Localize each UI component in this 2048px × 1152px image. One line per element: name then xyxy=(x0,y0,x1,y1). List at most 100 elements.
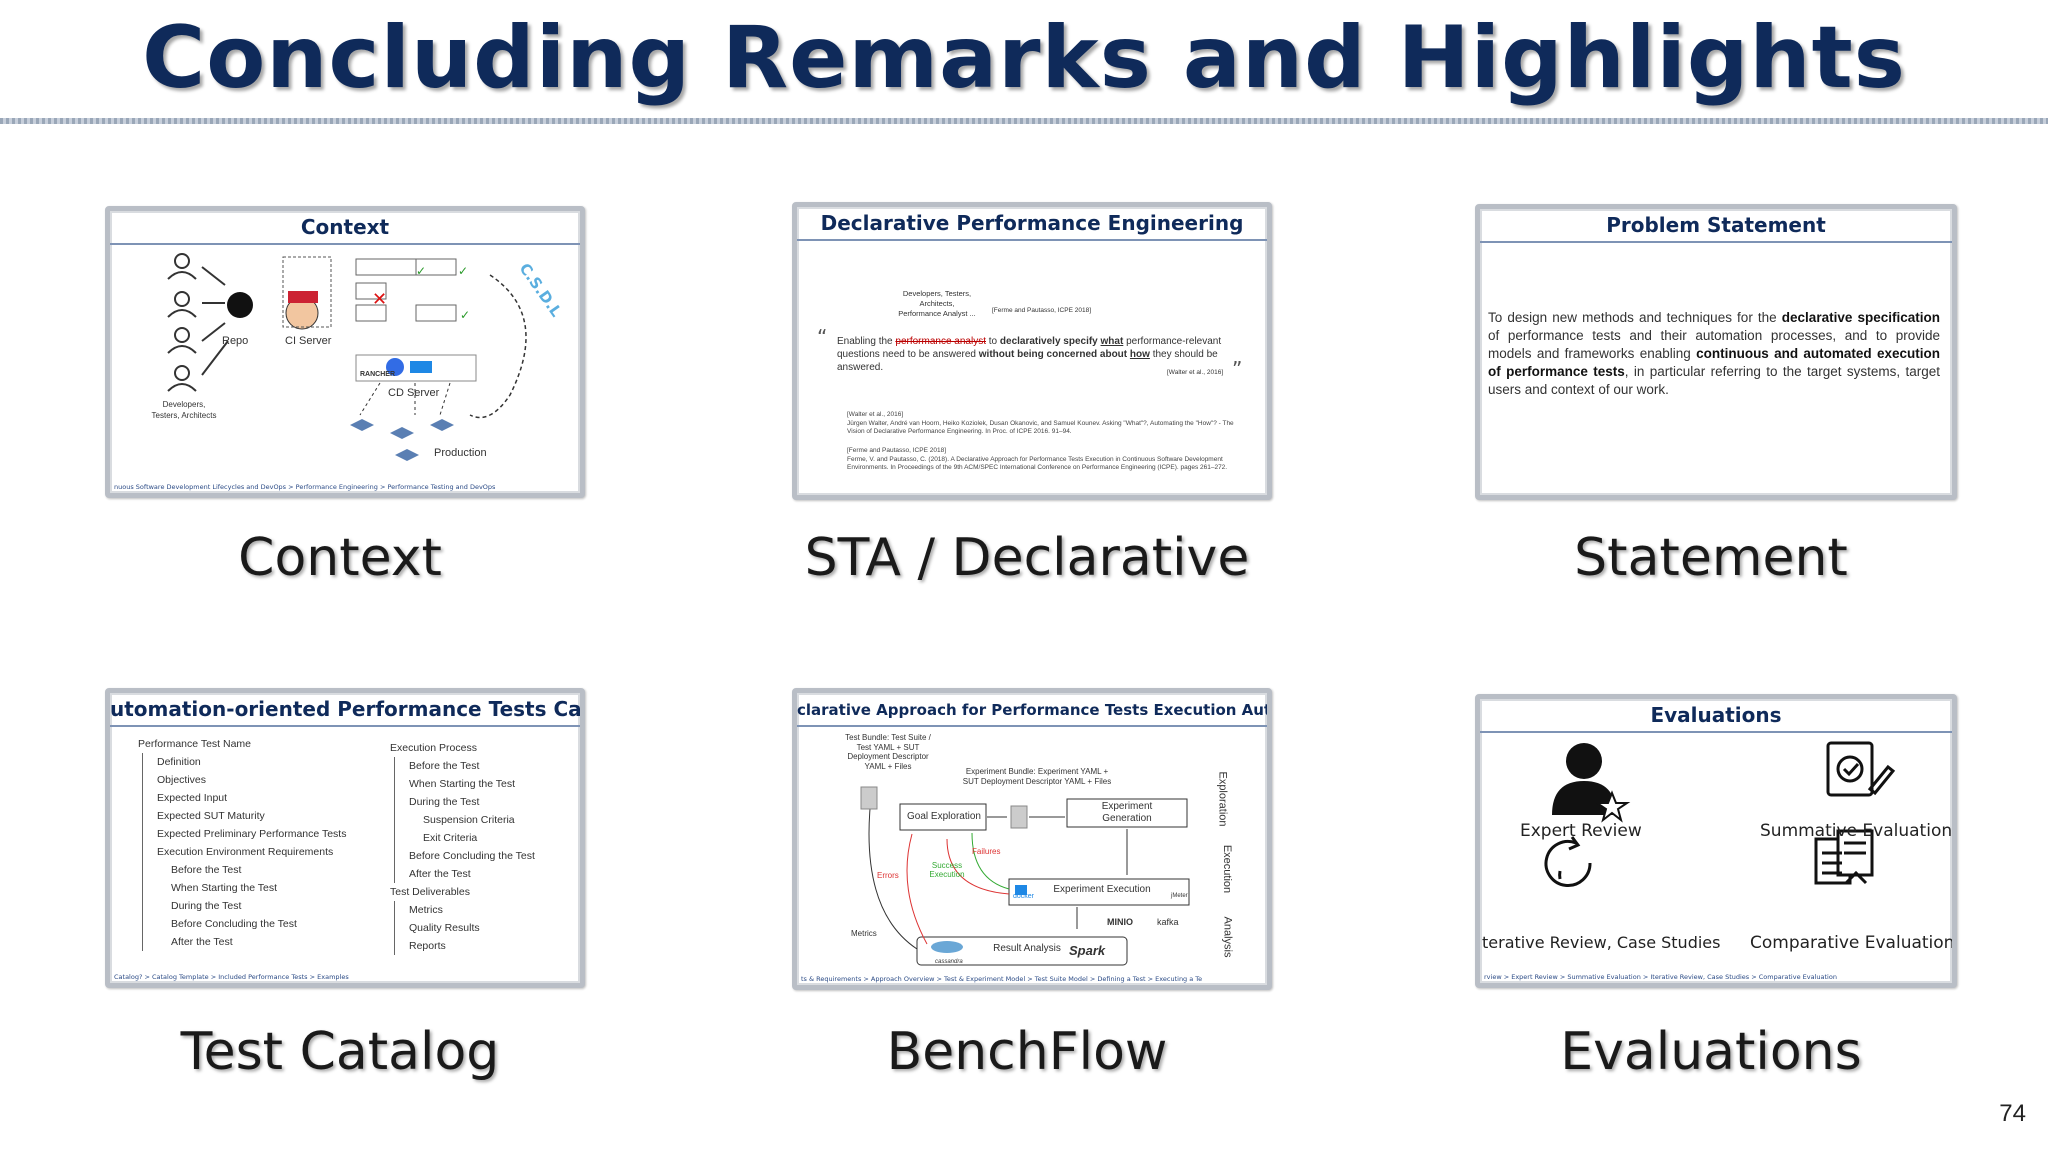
tool-jmeter: jMeter xyxy=(1171,893,1188,899)
quote-rest: performance-relevant questions need to b… xyxy=(837,336,1222,360)
catalog-tree-item: Expected SUT Maturity xyxy=(142,807,346,825)
comparative-evaluation-icon xyxy=(1814,829,1874,885)
evaluations-thumbnail[interactable]: Evaluations Expert Review Summative Eval… xyxy=(1475,694,1957,988)
slide-title: Concluding Remarks and Highlights xyxy=(142,8,1906,108)
catalog-breadcrumb: Catalog? > Catalog Template > Included P… xyxy=(114,973,349,981)
svg-text:✓: ✓ xyxy=(458,264,468,278)
test-bundle-text: Test Bundle: Test Suite / Test YAML + SU… xyxy=(845,733,931,771)
catalog-thumbnail[interactable]: utomation-oriented Performance Tests Cat… xyxy=(105,688,585,988)
caption-statement: Statement xyxy=(1574,528,1848,588)
cite-ferme: [Ferme and Pautasso, ICPE 2018] xyxy=(992,307,1091,314)
caption-evaluations: Evaluations xyxy=(1560,1022,1862,1082)
experiment-execution-box[interactable]: Experiment Execution xyxy=(1053,884,1151,895)
tool-minio: MINIO xyxy=(1107,917,1133,927)
production-label: Production xyxy=(434,447,487,459)
declarative-thumbnail[interactable]: Declarative Performance Engineering Deve… xyxy=(792,202,1272,500)
catalog-tree-item: When Starting the Test xyxy=(394,775,535,793)
ps-bold-1: declarative specification xyxy=(1781,310,1940,325)
statement-thumbnail[interactable]: Problem Statement To design new methods … xyxy=(1475,204,1957,500)
metrics-label: Metrics xyxy=(851,929,877,938)
catalog-tree-item: Before Concluding the Test xyxy=(142,915,346,933)
catalog-tree-item: Definition xyxy=(142,753,346,771)
declarative-quote: Enabling the performance analyst to decl… xyxy=(837,335,1247,374)
eval-summative: Summative Evaluation xyxy=(1760,821,1953,841)
catalog-tree-item: Metrics xyxy=(394,901,535,919)
tool-spark: Spark xyxy=(1069,943,1106,958)
declarative-thumb-title: Declarative Performance Engineering xyxy=(797,207,1267,241)
context-thumbnail[interactable]: Context ✕ ✓✓✓ Repo CI Server RANCHER CD … xyxy=(105,206,585,498)
experiment-bundle-text: Experiment Bundle: Experiment YAML + SUT… xyxy=(962,767,1112,786)
title-divider xyxy=(0,118,2048,124)
cd-server-label: CD Server xyxy=(388,387,440,399)
devs-label: Developers, Testers, Architects xyxy=(151,400,217,420)
ref-ferme-body: Ferme, V. and Pautasso, C. (2018). A Dec… xyxy=(847,455,1228,472)
caption-declarative: STA / Declarative xyxy=(804,528,1250,588)
phase-exploration: Exploration xyxy=(1216,771,1229,827)
catalog-tree-item: Before the Test xyxy=(142,861,346,879)
tool-kafka: kafka xyxy=(1157,917,1179,927)
expert-review-icon xyxy=(1552,743,1631,823)
quote-bold-4: how xyxy=(1129,349,1150,360)
iterative-review-icon xyxy=(1544,836,1592,887)
failures-label: Failures xyxy=(972,847,1001,856)
result-analysis-box[interactable]: Result Analysis xyxy=(993,943,1061,954)
caption-benchflow: BenchFlow xyxy=(886,1022,1168,1082)
close-quote-icon: ” xyxy=(1232,357,1243,381)
catalog-tree-item: Execution Environment Requirements xyxy=(142,843,346,861)
phase-execution: Execution xyxy=(1221,844,1234,894)
quote-mid: to xyxy=(988,336,998,347)
summative-evaluation-icon xyxy=(1826,741,1896,797)
catalog-tree-item: During the Test xyxy=(394,793,535,811)
catalog-tree-item: Objectives xyxy=(142,771,346,789)
catalog-tree-item: Expected Preliminary Performance Tests xyxy=(142,825,346,843)
catalog-tree-item: When Starting the Test xyxy=(142,879,346,897)
page-number: 74 xyxy=(1999,1100,2026,1127)
catalog-tree-item: Expected Input xyxy=(142,789,346,807)
success-label: Success Execution xyxy=(929,861,965,879)
svg-text:✓: ✓ xyxy=(416,264,426,278)
catalog-tree-item: Before Concluding the Test xyxy=(394,847,535,865)
eval-iterative: terative Review, Case Studies xyxy=(1482,933,1721,952)
benchflow-breadcrumb: ts & Requirements > Approach Overview > … xyxy=(801,975,1203,983)
context-breadcrumb: nuous Software Development Lifecycles an… xyxy=(114,483,496,491)
ps-bold-2: continuous and automated execution of pe… xyxy=(1488,346,1940,379)
quote-strike: performance analyst xyxy=(895,336,986,347)
quote-bold-1: declaratively specify xyxy=(999,336,1098,347)
ps-text-1: To design new methods and techniques for… xyxy=(1488,310,1777,325)
phase-analysis: Analysis xyxy=(1221,916,1234,958)
catalog-tree-item: Exit Criteria xyxy=(394,829,535,847)
quote-bold-3: without being concerned about xyxy=(978,349,1128,360)
catalog-tree-item: During the Test xyxy=(142,897,346,915)
benchflow-thumb-title: clarative Approach for Performance Tests… xyxy=(797,693,1267,727)
cite-walter: [Walter et al., 2016] xyxy=(1167,369,1224,376)
tool-cassandra: cassandra xyxy=(935,959,963,965)
quote-end: they should be answered. xyxy=(837,349,1218,373)
catalog-tree-item: Test Deliverables xyxy=(390,886,470,898)
catalog-tree-item: Execution Process xyxy=(390,742,477,754)
catalog-tree-item: Quality Results xyxy=(394,919,535,937)
statement-thumb-title: Problem Statement xyxy=(1480,209,1952,243)
experiment-generation-box[interactable]: Experiment Generation xyxy=(1101,801,1153,824)
ref-ferme-head: [Ferme and Pautasso, ICPE 2018] xyxy=(847,447,946,454)
catalog-tree-item: Performance Test Name xyxy=(138,738,252,750)
open-quote-icon: “ xyxy=(817,325,828,349)
catalog-tree-item: After the Test xyxy=(394,865,535,883)
ci-server-label: CI Server xyxy=(285,335,332,347)
ref-walter: [Walter et al., 2016] Jürgen Walter, And… xyxy=(847,411,1247,437)
catalog-tree-item: After the Test xyxy=(142,933,346,951)
caption-context: Context xyxy=(238,528,442,588)
eval-expert-review: Expert Review xyxy=(1520,821,1642,841)
quote-bold-2: what xyxy=(1100,336,1124,347)
context-thumb-title: Context xyxy=(110,211,580,245)
goal-exploration-box[interactable]: Goal Exploration xyxy=(907,811,981,822)
ref-ferme: [Ferme and Pautasso, ICPE 2018] Ferme, V… xyxy=(847,447,1247,473)
roles-text: Developers, Testers, Architects, Perform… xyxy=(898,289,976,318)
catalog-tree-item: Reports xyxy=(394,937,535,955)
ps-text-2: of performance tests and their automatio… xyxy=(1488,328,1940,361)
rancher-label: RANCHER xyxy=(360,371,395,378)
benchflow-thumbnail[interactable]: clarative Approach for Performance Tests… xyxy=(792,688,1272,990)
catalog-thumb-title: utomation-oriented Performance Tests Cat… xyxy=(110,693,580,727)
tool-docker: docker xyxy=(1013,893,1035,900)
